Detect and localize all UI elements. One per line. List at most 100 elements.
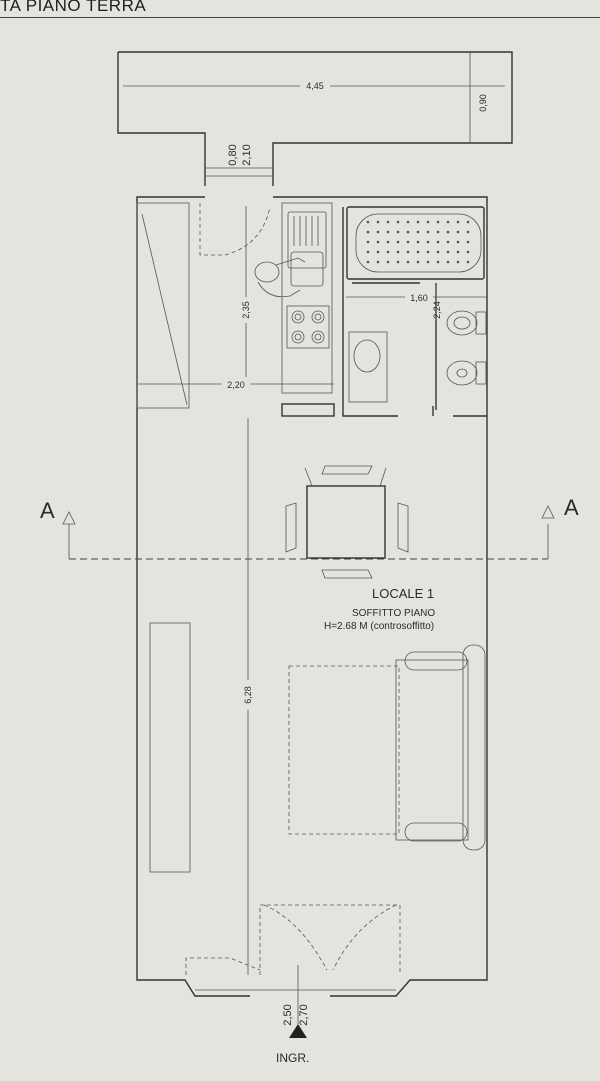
dimension-top-width: 4,45 xyxy=(123,78,505,92)
main-walls xyxy=(136,196,488,997)
dim-kitchen-width-text: 2,20 xyxy=(227,380,245,390)
dimension-bath-width: 1,60 xyxy=(346,290,487,304)
bed xyxy=(288,644,486,851)
entrance-label: INGR. xyxy=(276,1051,309,1065)
top-door-swing xyxy=(199,203,271,256)
sheet-title: TA PIANO TERRA xyxy=(0,0,147,15)
bathtub-dots xyxy=(366,220,470,264)
toilet xyxy=(446,310,487,336)
dim-bath-depth-text: 2,24 xyxy=(432,301,442,319)
bathtub-dot xyxy=(416,250,420,254)
bidet xyxy=(446,360,487,386)
bathtub-dot xyxy=(406,230,410,234)
bathtub-dot xyxy=(456,230,460,234)
bathtub-dot xyxy=(436,230,440,234)
section-label-right: A xyxy=(564,495,579,520)
bathtub-dot xyxy=(426,250,430,254)
dimension-top-depth: 0,90 xyxy=(478,94,488,112)
bathtub-dot xyxy=(436,250,440,254)
bathtub-dot xyxy=(386,260,390,264)
bathtub-dot xyxy=(436,240,440,244)
dimension-room-length: 6,28 xyxy=(241,418,255,975)
dining-table xyxy=(285,465,409,579)
bathtub-dot xyxy=(446,240,450,244)
dim-top-depth-text: 0,90 xyxy=(478,94,488,112)
entrance-marker: 2,50 2,70 INGR. xyxy=(276,965,310,1065)
bathtub-dot xyxy=(406,220,410,224)
bathtub-dot xyxy=(426,220,430,224)
bathtub-dot xyxy=(366,220,370,224)
bathtub-dot xyxy=(436,260,440,264)
bathtub-dot xyxy=(366,260,370,264)
bathtub-dot xyxy=(466,260,470,264)
section-line: A A xyxy=(40,495,579,560)
kitchen-counter xyxy=(254,202,333,394)
bathtub-dot xyxy=(376,230,380,234)
bathtub-dot xyxy=(436,220,440,224)
bathtub-dot xyxy=(466,220,470,224)
bathtub-dot xyxy=(366,240,370,244)
bathtub-dot xyxy=(386,240,390,244)
kitchen-wall-stub xyxy=(281,403,335,417)
top-volume xyxy=(117,51,513,186)
bathtub-dot xyxy=(396,260,400,264)
bathtub-dot xyxy=(376,250,380,254)
room-ceiling: SOFFITTO PIANO xyxy=(352,608,435,619)
bathtub-dot xyxy=(446,260,450,264)
bath-sink-basin xyxy=(353,339,381,373)
bathtub-dot xyxy=(376,240,380,244)
dim-entry-width-text: 2,50 xyxy=(282,1004,294,1025)
dim-kitchen-depth-text: 2,35 xyxy=(241,301,251,319)
dimension-kitchen: 2,35 2,20 xyxy=(137,206,334,391)
bath-sink-counter xyxy=(348,331,388,403)
bathtub-dot xyxy=(416,230,420,234)
dimension-door-top: 0,80 2,10 xyxy=(227,144,253,165)
bathtub-dot xyxy=(376,260,380,264)
bathtub-dot xyxy=(366,250,370,254)
title-underline xyxy=(0,17,600,18)
bathtub-dot xyxy=(416,260,420,264)
bathtub-dot xyxy=(456,220,460,224)
dim-door-top-height-text: 2,10 xyxy=(241,144,253,165)
bathtub-dot xyxy=(386,230,390,234)
bathtub-dot xyxy=(446,220,450,224)
bathtub-dot xyxy=(446,230,450,234)
bathtub-dot xyxy=(396,220,400,224)
bathtub-dot xyxy=(386,220,390,224)
bathtub-dot xyxy=(376,220,380,224)
bathtub-dot xyxy=(426,230,430,234)
bathtub-dot xyxy=(416,240,420,244)
room-height: H=2.68 M (controsoffitto) xyxy=(324,621,434,632)
bathtub-dot xyxy=(466,240,470,244)
room-labels: LOCALE 1 SOFFITTO PIANO H=2.68 M (contro… xyxy=(324,586,435,632)
dimension-bath-depth: 2,24 xyxy=(432,285,442,320)
bathtub-dot xyxy=(466,230,470,234)
wardrobe-top-left xyxy=(136,202,190,409)
wardrobe-left xyxy=(149,622,191,873)
dim-entry-height-text: 2,70 xyxy=(298,1004,310,1025)
dim-door-top-width-text: 0,80 xyxy=(227,144,239,165)
bathtub-dot xyxy=(396,240,400,244)
bathtub-basin xyxy=(355,213,482,273)
dim-bath-width-text: 1,60 xyxy=(410,293,428,303)
dim-room-length-text: 6,28 xyxy=(243,686,253,704)
sink-drainboard-lines xyxy=(293,216,319,246)
room-name: LOCALE 1 xyxy=(372,586,434,601)
dim-top-width-text: 4,45 xyxy=(306,81,324,91)
bathtub-dot xyxy=(406,250,410,254)
bathtub-dot xyxy=(396,250,400,254)
bathtub-dot xyxy=(366,230,370,234)
bathtub-dot xyxy=(456,260,460,264)
section-label-left: A xyxy=(40,498,55,523)
bathroom xyxy=(342,206,487,417)
bathtub xyxy=(346,206,485,280)
bathtub-dot xyxy=(386,250,390,254)
bathtub-dot xyxy=(406,240,410,244)
bathtub-dot xyxy=(426,260,430,264)
entrance-doors xyxy=(185,904,401,975)
bathtub-dot xyxy=(396,230,400,234)
bathtub-dot xyxy=(466,250,470,254)
bathtub-dot xyxy=(456,250,460,254)
